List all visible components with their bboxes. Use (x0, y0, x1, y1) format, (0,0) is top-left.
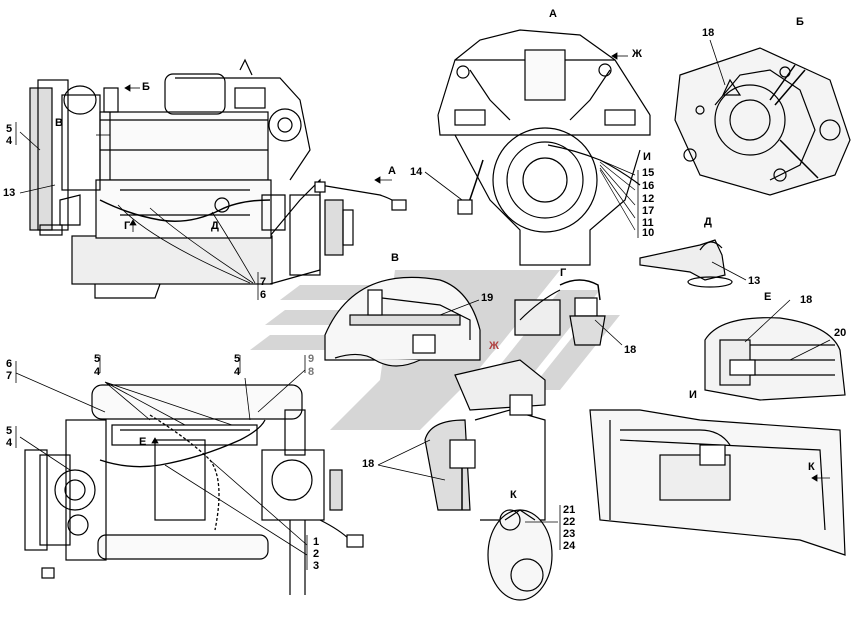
leader-lines (15, 39, 831, 570)
callout-24: 24 (563, 540, 576, 552)
callout-23: 23 (563, 528, 576, 540)
callout-4-tl: 4 (6, 135, 13, 147)
callout-18-zh: 18 (362, 458, 375, 470)
view-label-i-detail: И (689, 389, 697, 401)
detail-e (704, 317, 846, 401)
callout-5-bl-b: 5 (234, 353, 241, 365)
callout-20: 20 (834, 327, 847, 339)
engine-front-view (437, 29, 651, 266)
callout-18-g: 18 (624, 344, 637, 356)
callout-14: 14 (410, 166, 423, 178)
callout-18-b: 18 (702, 27, 715, 39)
detail-zh (424, 359, 546, 521)
callout-5-tl: 5 (6, 123, 13, 135)
view-label-e: Е (139, 436, 147, 448)
view-label-a: А (549, 8, 557, 20)
callout-2: 2 (313, 548, 320, 560)
detail-k (487, 509, 553, 601)
callout-22: 22 (563, 516, 576, 528)
callout-13-tl: 13 (3, 187, 16, 199)
view-label-e-detail: Е (764, 291, 772, 303)
callout-21: 21 (563, 504, 576, 516)
callout-4-bl-b: 4 (234, 366, 241, 378)
view-label-a-arrow: А (388, 165, 396, 177)
view-label-zh-arrow: Ж (632, 48, 642, 60)
view-label-zh-detail: Ж (489, 340, 499, 352)
alternator-view (674, 47, 851, 196)
callout-3: 3 (313, 560, 320, 572)
view-label-d-detail: Д (704, 216, 712, 228)
view-label-k-arrow: К (808, 461, 815, 473)
view-label-g: Г (124, 220, 131, 232)
detail-v (324, 276, 481, 367)
callout-18-e: 18 (800, 294, 813, 306)
callout-19: 19 (481, 292, 494, 304)
callout-17: 17 (642, 205, 655, 217)
callout-11: 11 (642, 217, 654, 229)
callout-6-tl: 6 (260, 289, 267, 301)
callout-10: 10 (642, 227, 655, 239)
view-label-b-detail: Б (796, 16, 804, 28)
view-label-i: И (643, 151, 651, 163)
view-label-k-detail: К (510, 489, 517, 501)
view-label-v: В (55, 117, 63, 129)
callout-7-bl: 7 (6, 370, 13, 382)
callout-15: 15 (642, 167, 655, 179)
callout-13-d: 13 (748, 275, 761, 287)
callout-12: 12 (642, 193, 655, 205)
callout-6-bl: 6 (6, 358, 13, 370)
detail-i (589, 409, 846, 556)
engine-side-view (29, 58, 407, 299)
callout-8: 8 (308, 366, 315, 378)
callout-5-bl-c: 5 (6, 425, 13, 437)
callout-4-bl-a: 4 (94, 366, 101, 378)
callout-4-bl-c: 4 (6, 437, 13, 449)
callout-5-bl-a: 5 (94, 353, 101, 365)
detail-d (639, 239, 733, 288)
view-label-g-detail: Г (560, 267, 567, 279)
callout-7-tl: 7 (260, 276, 267, 288)
engine-top-view (24, 384, 364, 595)
callout-1: 1 (313, 536, 320, 548)
callout-9: 9 (308, 353, 315, 365)
view-label-v-detail: В (391, 252, 399, 264)
detail-g (514, 279, 606, 346)
view-label-b: Б (142, 81, 150, 93)
callout-16: 16 (642, 180, 655, 192)
view-label-d: Д (211, 220, 219, 232)
